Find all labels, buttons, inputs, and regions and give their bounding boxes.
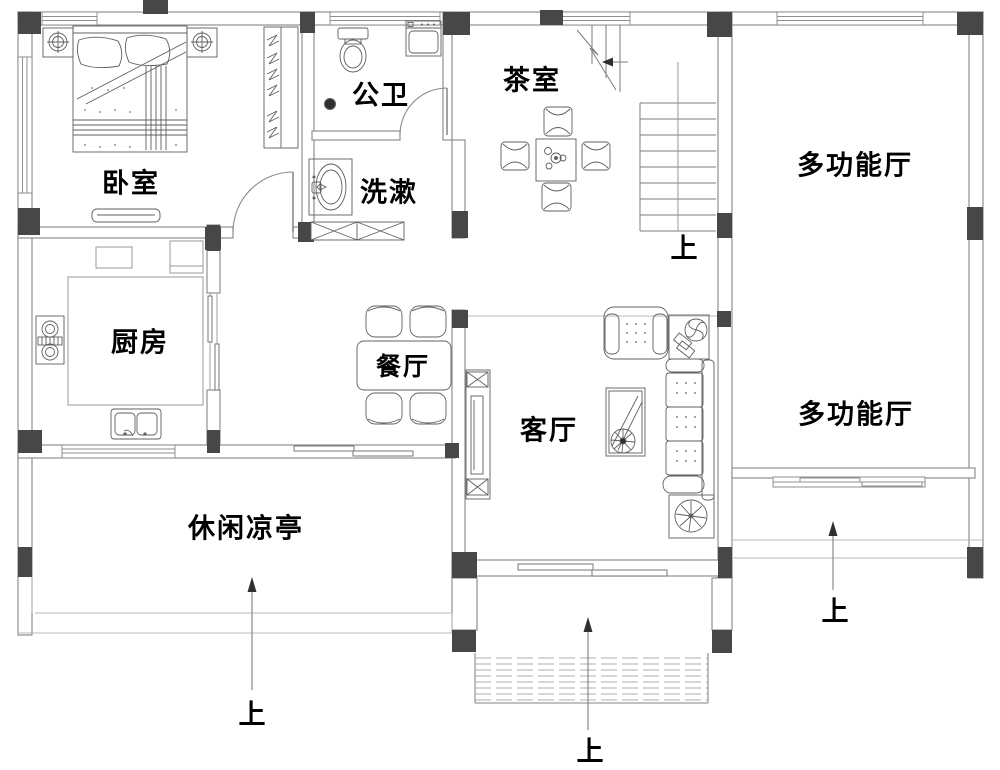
- sliding-door-dining-pavilion: [293, 445, 414, 457]
- room-label-bedroom: 卧室: [102, 168, 160, 199]
- porch-column-left: [451, 577, 478, 631]
- sliding-door-kitchen: [207, 293, 220, 391]
- wardrobe: [263, 26, 299, 149]
- porch-column-right: [711, 577, 733, 631]
- room-label-leisure-pavilion: 休闲凉亭: [188, 513, 304, 544]
- wall-bedroom-south: [17, 226, 234, 239]
- door-bathroom: [399, 87, 448, 136]
- nightstand-left: [42, 27, 74, 58]
- room-label-multi-function-hall-right: 多功能厅: [798, 399, 914, 430]
- entry-steps: [474, 653, 709, 704]
- stove: [35, 315, 65, 365]
- stairs: [576, 25, 716, 232]
- pavilion-edge: [18, 577, 453, 634]
- tea-cushion: [541, 182, 572, 212]
- washing-machine: [405, 20, 442, 57]
- tea-cushion: [581, 141, 611, 171]
- window-kitchen-south: [61, 444, 176, 459]
- terrace-lines: [733, 539, 983, 559]
- wash-basin: [308, 158, 353, 216]
- window-top-hall: [776, 11, 924, 26]
- up-mark-stairs: 上: [670, 233, 698, 264]
- entry-up-arrow: [583, 617, 593, 730]
- wall-right: [968, 11, 984, 579]
- stair-upper-treads: [591, 25, 621, 92]
- quilt-dots: [84, 87, 177, 148]
- pillow: [124, 34, 171, 67]
- pavilion-up-arrow: [247, 577, 257, 690]
- room-label-dining-room: 餐厅: [375, 353, 431, 381]
- sliding-doors: [207, 293, 668, 577]
- dining-chair: [409, 392, 447, 425]
- stair-arrow-head: [602, 57, 613, 67]
- dining-chair: [365, 305, 403, 338]
- up-mark-entry: 上: [576, 736, 604, 767]
- bed: [72, 25, 188, 153]
- shoe-cabinet: [310, 221, 405, 241]
- nightstand-right: [186, 27, 218, 58]
- tea-cushion: [543, 106, 573, 137]
- room-label-living-room: 客厅: [520, 415, 578, 446]
- blanket-stripes-v: [145, 66, 167, 150]
- dining-chair: [409, 305, 447, 338]
- edge-lines: [18, 315, 983, 634]
- wall-center-divider: [717, 11, 733, 579]
- room-label-tea-room: 茶室: [503, 65, 561, 96]
- tv-cabinet: [465, 369, 491, 500]
- direction-arrows: [247, 521, 838, 730]
- up-mark-terrace: 上: [821, 596, 849, 627]
- side-table-fan: [668, 314, 710, 360]
- blanket-fold: [76, 41, 187, 105]
- pillars: [18, 0, 983, 653]
- room-label-kitchen: 厨房: [111, 327, 169, 358]
- dining-set: [356, 305, 452, 425]
- kitchen-counter: [67, 240, 204, 406]
- coffee-table: [605, 387, 646, 457]
- toilet: [337, 27, 369, 73]
- window-top-bedroom: [41, 11, 98, 26]
- pillow: [76, 36, 123, 69]
- doors: [232, 87, 448, 233]
- sliding-door-living-porch: [517, 563, 668, 577]
- up-mark-pavilion: 上: [238, 699, 266, 730]
- window-hall-south: [772, 476, 926, 488]
- tea-table-set: [500, 106, 611, 212]
- tea-cushion: [500, 141, 530, 171]
- room-label-public-bathroom: 公卫: [352, 80, 410, 111]
- room-label-washroom: 洗漱: [360, 177, 418, 208]
- windows: [17, 11, 926, 488]
- window-top-bathroom: [329, 11, 441, 26]
- room-label-multi-function-hall-top: 多功能厅: [797, 150, 913, 181]
- armchair: [603, 306, 669, 360]
- floor-plant: [668, 494, 715, 539]
- blanket-stripes-h: [73, 119, 187, 136]
- terrace-up-arrow: [828, 521, 838, 590]
- tv-screen: [470, 395, 484, 475]
- door-bedroom: [232, 171, 294, 233]
- sofa: [662, 358, 715, 501]
- wall-bath-washroom: [311, 130, 401, 141]
- stair-break-line: [576, 29, 617, 91]
- kitchen-sink: [110, 408, 162, 440]
- dining-chair: [365, 392, 403, 425]
- window-top-stairs: [552, 11, 631, 26]
- floor-drain: [324, 98, 336, 110]
- bedroom-bench: [91, 208, 161, 223]
- window-left-bedroom: [17, 56, 33, 194]
